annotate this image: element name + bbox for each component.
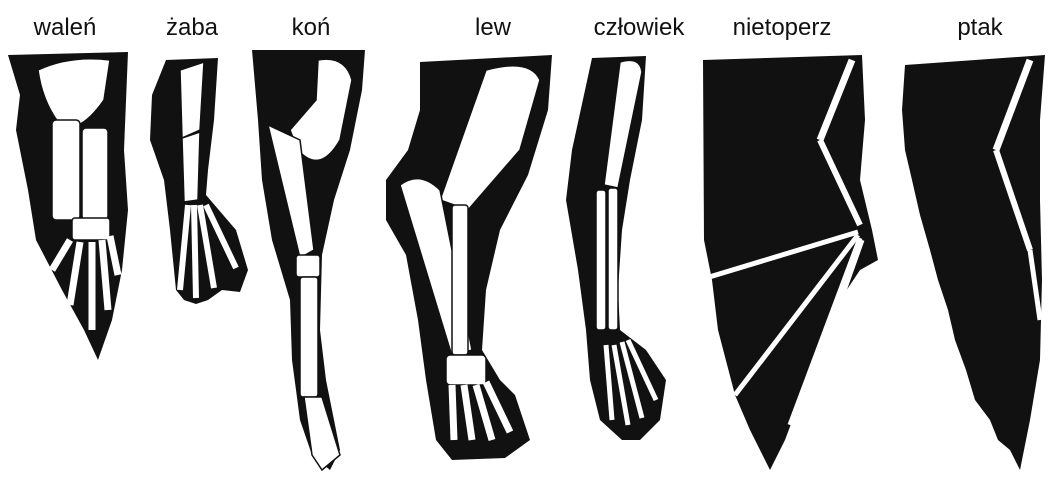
human-ulna-bone: [608, 188, 618, 330]
bird-wing-silhouette: [902, 55, 1045, 470]
horse-cannon-bone: [300, 277, 318, 397]
whale-radius-bone: [52, 120, 80, 220]
whale-ulna-bone: [82, 128, 108, 220]
lion-radius-bone: [452, 205, 468, 355]
human-radius-bone: [596, 190, 606, 330]
frog-digit-bone: [194, 205, 196, 298]
lion-digit-bone: [452, 385, 454, 440]
lion-carpal-bone: [446, 355, 486, 385]
horse-carpal-bone: [296, 255, 320, 277]
frog-radioulna-bone: [182, 132, 200, 202]
frog-humerus-bone: [180, 62, 204, 138]
whale-carpal-bone: [72, 218, 110, 240]
